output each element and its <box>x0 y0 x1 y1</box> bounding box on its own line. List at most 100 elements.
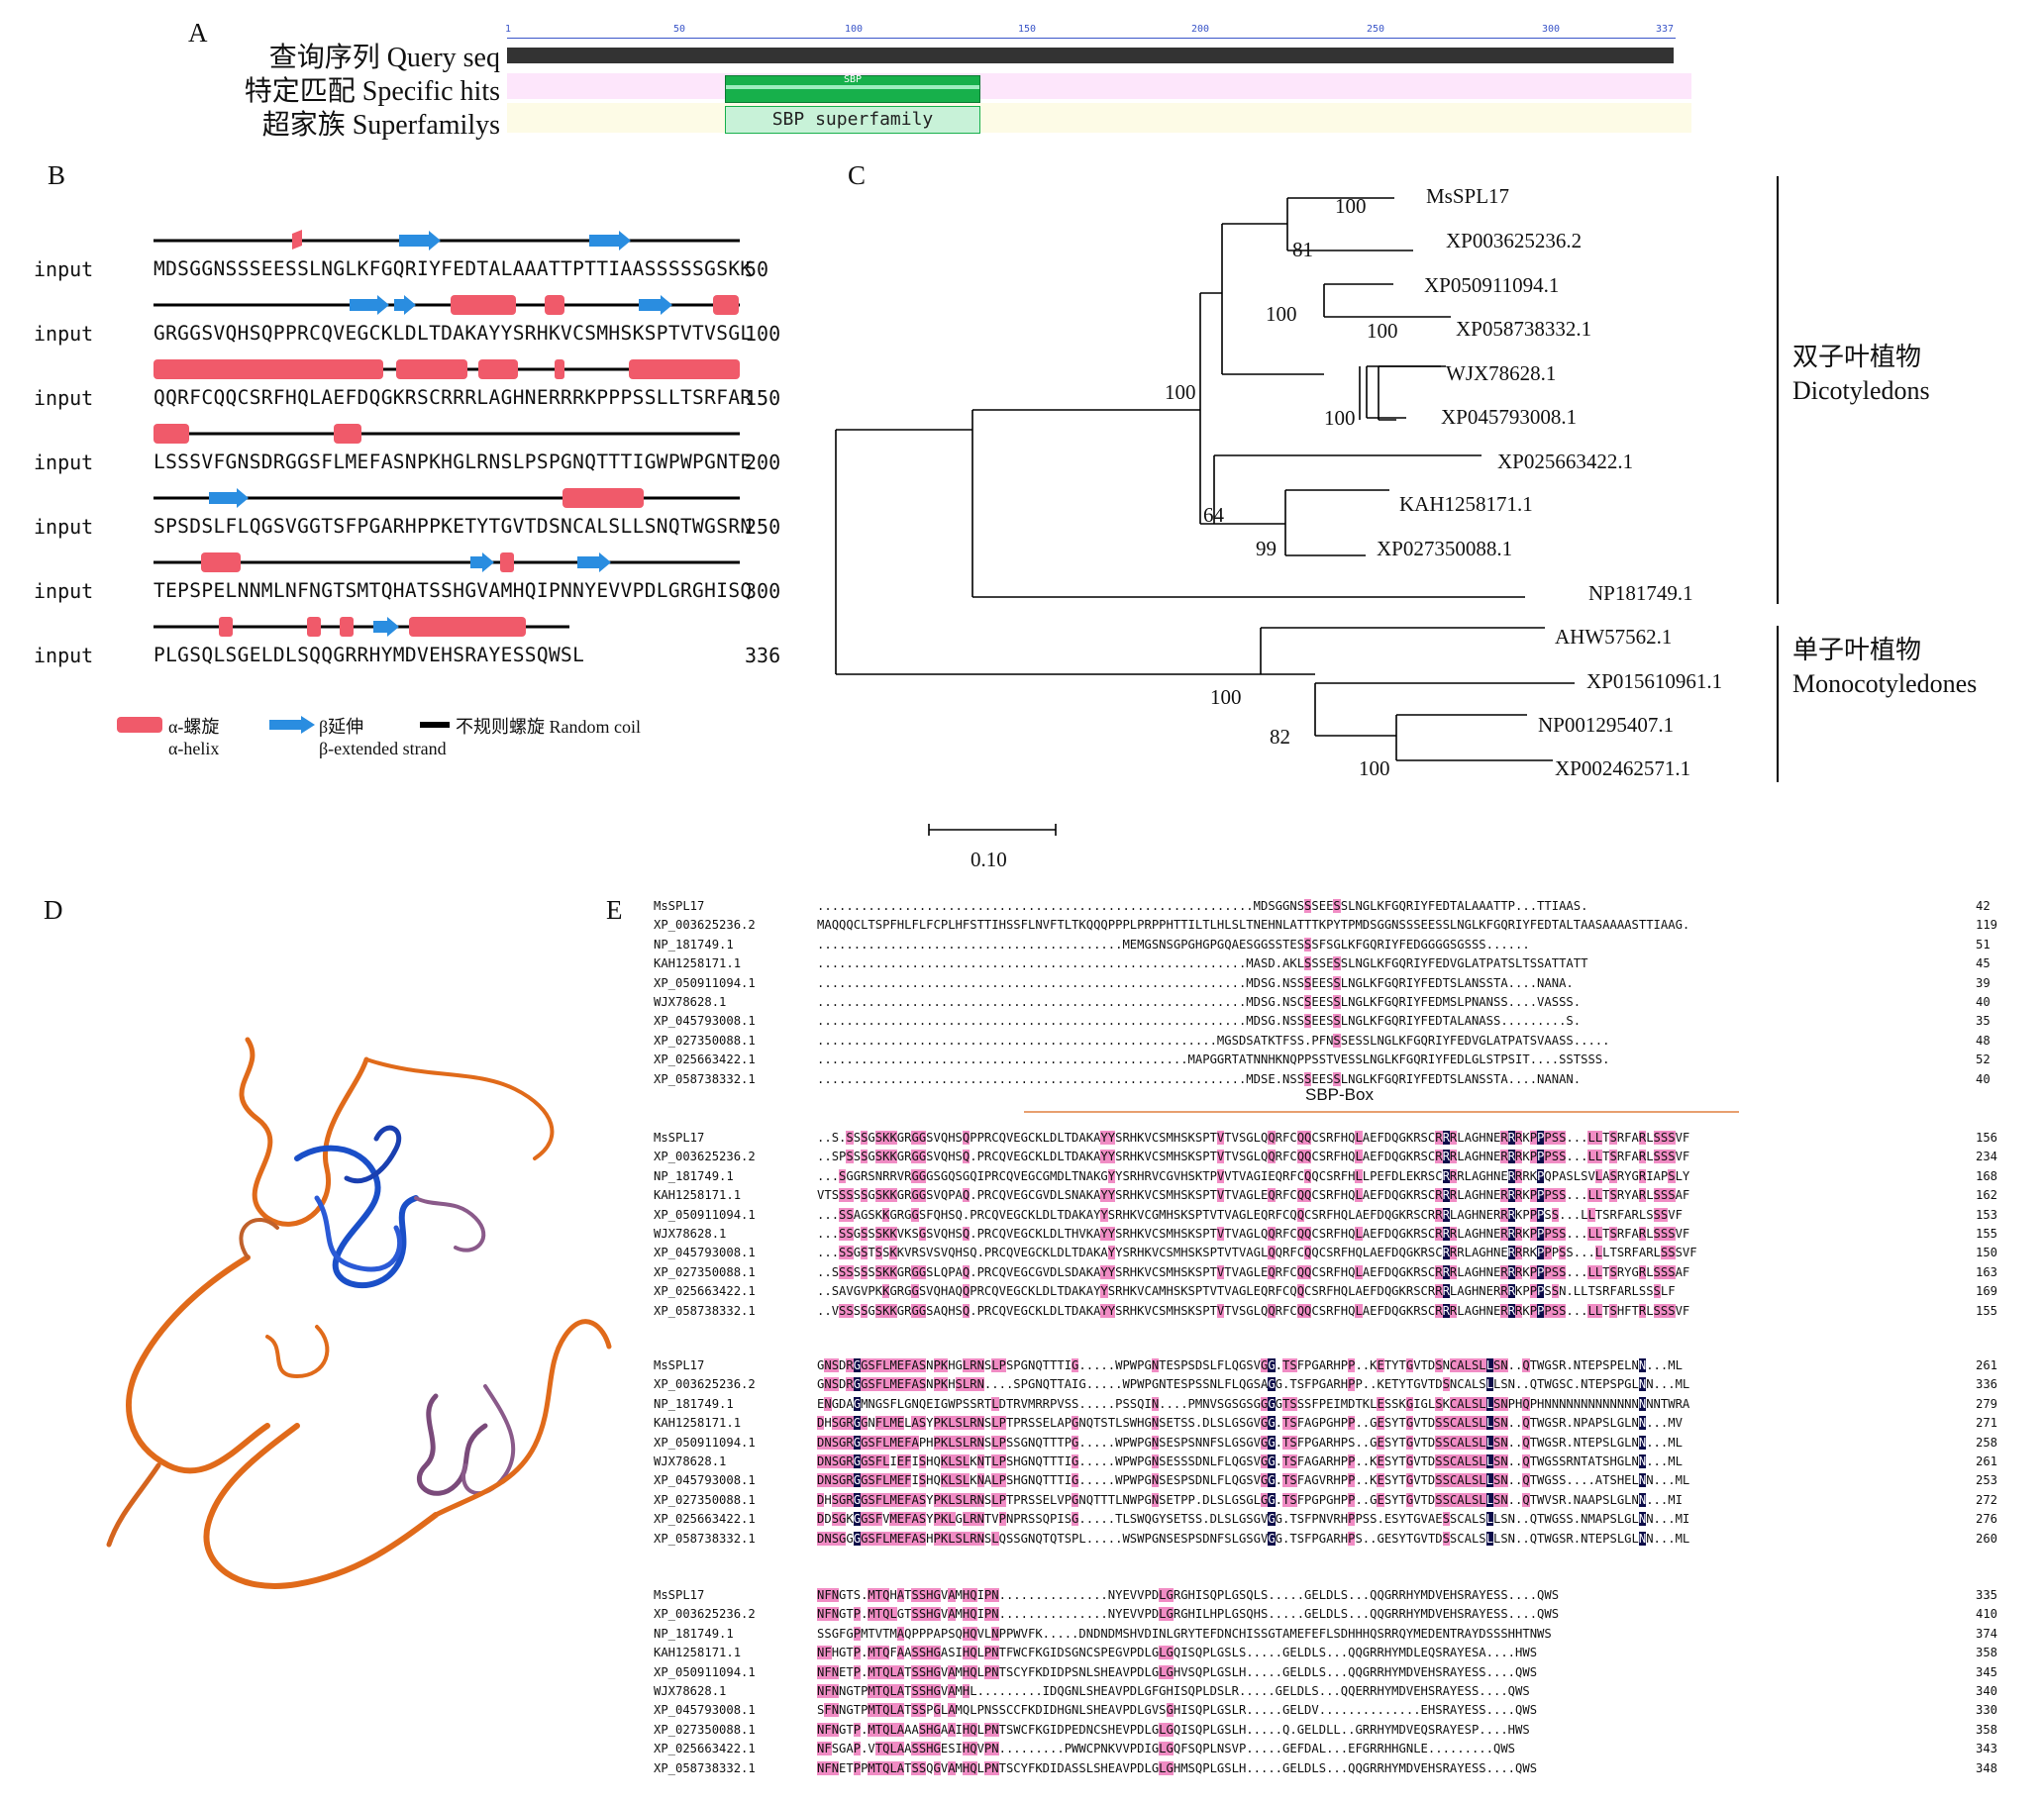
sequence-name: MsSPL17 <box>654 1588 705 1602</box>
sequence-name: XP_003625236.2 <box>654 1150 756 1164</box>
sequence-name: MsSPL17 <box>654 1131 705 1145</box>
sbp-hit-box[interactable]: SBP <box>725 74 980 103</box>
aligned-sequence: NFNGTP.MTQLAAASHGAAIHQLPNTSWCFKGIDPEDNCS… <box>817 1722 1530 1737</box>
alignment-row: XP_050911094.1...SSAGSKKGRGGSFQHSQ.PRCQV… <box>654 1206 2020 1225</box>
aligned-sequence: NFHGTP.MTQFAASSHGASIHQLPNTFWCFKGIDSGNCSP… <box>817 1646 1538 1660</box>
sequence-name: XP_003625236.2 <box>654 1377 756 1392</box>
position-number: 155 <box>1976 1303 1998 1318</box>
aligned-sequence: NFSGAP.VTQLAASSHGESIHQVPN.........PWWCPN… <box>817 1742 1515 1756</box>
position-number: 200 <box>745 451 781 474</box>
aligned-sequence: ........................................… <box>817 1071 1582 1086</box>
sequence-name: XP_027350088.1 <box>654 1264 756 1279</box>
sequence-name: XP_050911094.1 <box>654 1664 756 1679</box>
bootstrap-value: 81 <box>1292 238 1313 261</box>
aligned-sequence: ........................................… <box>817 1052 1610 1067</box>
position-number: 162 <box>1976 1188 1998 1203</box>
aligned-sequence: ..S.SSSGSKKGRGGSVQHSQPPRCQVEGCKLDLTDAKAY… <box>817 1131 1690 1145</box>
strand-legend-icon <box>269 716 315 734</box>
aligned-sequence: ........................................… <box>817 937 1530 952</box>
alignment-row: XP_058738332.1..........................… <box>654 1070 2020 1089</box>
position-number: 155 <box>1976 1227 1998 1241</box>
position-number: 261 <box>1976 1358 1998 1372</box>
helix-legend-cn: α-螺旋 <box>168 717 220 737</box>
sequence-name: WJX78628.1 <box>654 1454 727 1468</box>
tree-leaf: XP058738332.1 <box>1456 317 1592 341</box>
dicot-label-cn: 双子叶植物 <box>1792 343 1922 371</box>
position-number: 276 <box>1976 1512 1998 1527</box>
aligned-sequence: MAQQQCLTSPFHLFLFCPLHFSTTIHSSFLNVFTLTKQQQ… <box>817 918 1690 933</box>
bootstrap-value: 82 <box>1270 725 1290 749</box>
specific-hits-track <box>507 73 1691 99</box>
position-number: 335 <box>1976 1588 1998 1602</box>
input-label: input <box>34 386 94 410</box>
sequence-name: NP_181749.1 <box>654 1396 734 1411</box>
position-number: 150 <box>1976 1246 1998 1260</box>
sequence-name: XP_045793008.1 <box>654 1014 756 1029</box>
aligned-sequence: ..VSSSSGSKKGRGGSAQHSQ.PRCQVEGCKLDLTDAKAY… <box>817 1303 1690 1318</box>
aligned-sequence: VTSSSSSGSKKGRGGSVQPAQ.PRCQVEGCGVDLSNAKAY… <box>817 1188 1690 1203</box>
tree-leaf: XP002462571.1 <box>1555 756 1691 780</box>
structure-track <box>153 424 740 444</box>
secondary-structure-row: input PLGSQLSGELDLSQQGRRHYMDVEHSRAYESSQW… <box>34 612 796 671</box>
structure-track <box>153 617 569 637</box>
sequence-text: LSSSVFGNSDRGGSFLMEFASNPKHGLRNSLPSPGNQTTT… <box>153 451 753 473</box>
aligned-sequence: NFNETP.MTQLATSSHGVAMHQLPNTSCYFKDIDPSNLSH… <box>817 1664 1538 1679</box>
phylogenetic-tree <box>835 176 1779 782</box>
sequence-name: XP_025663422.1 <box>654 1284 756 1299</box>
aligned-sequence: ..SSSSSSSKKGRGGSLQPAQ.PRCQVEGCGVDLSDAKAY… <box>817 1264 1690 1279</box>
structure-track <box>153 295 740 315</box>
aligned-sequence: ...SSGSSSKKVKSGSVQHSQ.PRCQVEGCKLDLTHVKAY… <box>817 1227 1690 1241</box>
input-label: input <box>34 451 94 474</box>
alignment-row: XP_027350088.1..........................… <box>654 1032 2020 1051</box>
secondary-structure-row: input SPSDSLFLQGSVGGTSFPGARHPPKETYTGVTDS… <box>34 483 796 543</box>
alignment-row: MsSPL17.................................… <box>654 897 2020 916</box>
position-number: 374 <box>1976 1626 1998 1641</box>
monocot-label-en: Monocotyledones <box>1792 669 1978 698</box>
panel-label-d: D <box>44 895 63 925</box>
alignment-row: XP_058738332.1..VSSSSGSKKGRGGSAQHSQ.PRCQ… <box>654 1302 2020 1321</box>
sbp-box-label: SBP-Box <box>1305 1085 1374 1104</box>
position-number: 330 <box>1976 1703 1998 1718</box>
aligned-sequence: ........................................… <box>817 1014 1582 1029</box>
scale-bar <box>928 824 1057 836</box>
alignment-row: XP_050911094.1..........................… <box>654 974 2020 993</box>
position-number: 119 <box>1976 918 1998 933</box>
query-seq-label: 查询序列 Query seq <box>268 43 500 73</box>
bootstrap-value: 100 <box>1367 319 1398 343</box>
position-number: 45 <box>1976 956 1991 971</box>
input-label: input <box>34 515 94 539</box>
position-number: 163 <box>1976 1264 1998 1279</box>
sbp-superfamily-label: SBP superfamily <box>771 109 934 130</box>
tree-leaf: MsSPL17 <box>1426 184 1510 208</box>
sequence-name: NP_181749.1 <box>654 937 734 952</box>
sequence-name: XP_050911094.1 <box>654 1435 756 1450</box>
sequence-name: XP_045793008.1 <box>654 1473 756 1488</box>
helix-legend-icon <box>117 717 162 733</box>
tree-leaf: AHW57562.1 <box>1555 625 1673 649</box>
alignment-row: XP_003625236.2..SPSSSGSKKGRGGSVQHSQ.PRCQ… <box>654 1148 2020 1166</box>
panel-label-c: C <box>848 160 867 190</box>
alignment-row: XP_045793008.1..........................… <box>654 1012 2020 1031</box>
panel-label-a: A <box>188 18 208 48</box>
sequence-name: XP_027350088.1 <box>654 1492 756 1507</box>
position-number: 410 <box>1976 1607 1998 1622</box>
position-number: 234 <box>1976 1150 1998 1164</box>
position-number: 261 <box>1976 1454 1998 1468</box>
aligned-sequence: NFNETPPMTQLATSSQGVAMHQLPNTSCYFKDIDASSLSH… <box>817 1760 1538 1775</box>
position-number: 250 <box>745 515 781 539</box>
sequence-name: XP_058738332.1 <box>654 1760 756 1775</box>
scale-bar-label: 0.10 <box>971 848 1007 871</box>
secondary-structure-row: input MDSGGNSSSEESSLNGLKFGQRIYFEDTALAAAT… <box>34 226 796 285</box>
sequence-name: XP_045793008.1 <box>654 1703 756 1718</box>
position-number: 340 <box>1976 1684 1998 1698</box>
aligned-sequence: SSGFGPMTVTMAQPPPAPSQHQVLNPPWVFK.....DNDN… <box>817 1626 1552 1641</box>
sequence-name: NP_181749.1 <box>654 1626 734 1641</box>
sbp-superfamily-box[interactable]: SBP superfamily <box>725 106 980 134</box>
bootstrap-value: 100 <box>1359 756 1390 780</box>
